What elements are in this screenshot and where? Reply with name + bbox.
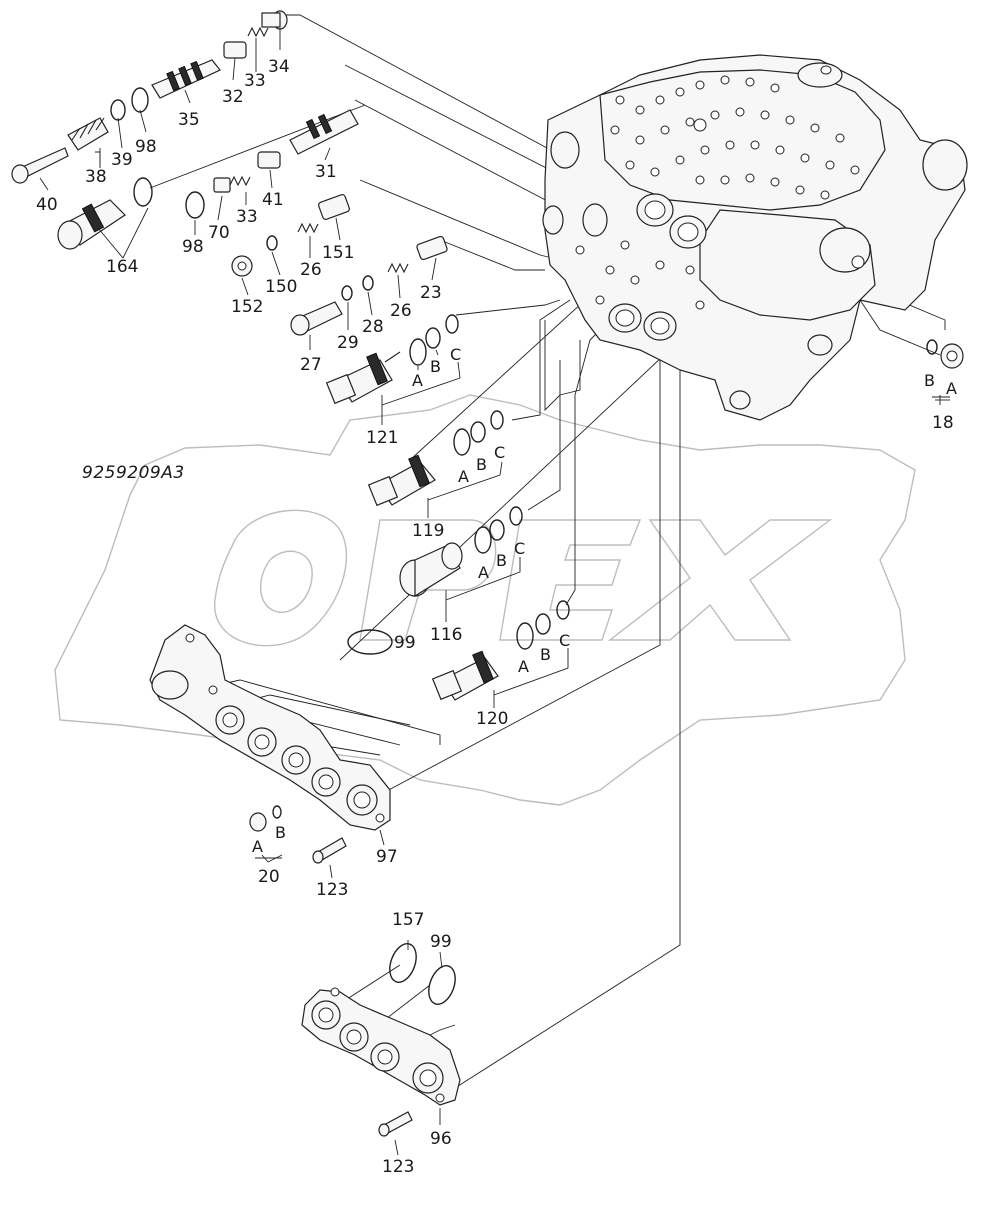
label-123-a: 123: [316, 880, 348, 900]
part-33-spring: [247, 26, 269, 38]
label-28: 28: [362, 317, 384, 337]
part-26-spring: [297, 222, 319, 234]
label-116-c: C: [514, 539, 525, 558]
label-123-b: 123: [382, 1157, 414, 1177]
part-labels: 34 33 32 35 98 39 38 40 164 98 70 33 41 …: [36, 57, 957, 1177]
label-120-a: A: [518, 657, 529, 676]
label-116: 116: [430, 625, 462, 645]
part-35-spool: [151, 59, 221, 99]
label-33-b: 33: [236, 207, 258, 227]
label-157: 157: [392, 910, 424, 930]
label-18-a: A: [946, 379, 957, 398]
label-38: 38: [85, 167, 107, 187]
part-96-cover: [301, 987, 461, 1106]
label-29: 29: [337, 333, 359, 353]
label-70: 70: [208, 223, 230, 243]
label-119-b: B: [476, 455, 487, 474]
label-99-b: 99: [430, 932, 452, 952]
label-121-b: B: [430, 357, 441, 376]
label-97: 97: [376, 847, 398, 867]
part-157-oring: [389, 943, 417, 983]
label-26-a: 26: [300, 260, 322, 280]
label-99-a: 99: [394, 633, 416, 653]
part-41-sleeve: [257, 151, 281, 169]
part-116-valve: [399, 506, 523, 598]
label-20: 20: [258, 867, 280, 887]
part-99-oring: [347, 629, 393, 655]
label-121-a: A: [412, 371, 423, 390]
part-120-valve: [431, 600, 570, 701]
label-27: 27: [300, 355, 322, 375]
label-116-a: A: [478, 563, 489, 582]
label-34: 34: [268, 57, 290, 77]
part-123-bolt: [312, 837, 347, 864]
label-33: 33: [244, 71, 266, 91]
part-164-relief-valve: [57, 177, 153, 250]
part-123-bolt-2: [378, 1111, 413, 1137]
label-18: 18: [932, 413, 954, 433]
label-23: 23: [420, 283, 442, 303]
label-32: 32: [222, 87, 244, 107]
part-150-washer: [266, 235, 278, 251]
label-18-b: B: [924, 371, 935, 390]
part-39-washer: [110, 99, 126, 121]
part-38-spring: [67, 117, 109, 151]
label-121-c: C: [450, 345, 461, 364]
label-121: 121: [366, 428, 398, 448]
drawing-code: 9259209A3: [82, 463, 185, 483]
label-41: 41: [262, 190, 284, 210]
label-119-c: C: [494, 443, 505, 462]
part-18-plug: [926, 339, 964, 369]
part-32-sleeve: [223, 41, 247, 59]
part-97-cover: [149, 624, 391, 831]
label-120-b: B: [540, 645, 551, 664]
part-27-plug: [290, 301, 343, 336]
label-40: 40: [36, 195, 58, 215]
part-34-cap: [261, 10, 288, 30]
part-152-plug: [231, 255, 253, 277]
part-20-plug: [249, 805, 282, 832]
label-119-a: A: [458, 467, 469, 486]
part-33-spring-2: [229, 175, 251, 187]
label-120: 120: [476, 709, 508, 729]
label-26-b: 26: [390, 301, 412, 321]
part-29-ring: [341, 285, 353, 301]
label-151: 151: [322, 243, 354, 263]
part-98-oring-top: [131, 87, 149, 113]
label-20-b: B: [275, 823, 286, 842]
label-120-c: C: [559, 631, 570, 650]
part-40-bolt: [11, 147, 69, 184]
control-valve-body: [542, 54, 968, 421]
part-98-oring: [185, 191, 205, 219]
label-20-a: A: [252, 837, 263, 856]
label-119: 119: [412, 521, 444, 541]
part-70-plug: [213, 177, 231, 193]
part-26-spring-2: [387, 262, 409, 274]
label-39: 39: [111, 150, 133, 170]
part-31-spool: [289, 109, 359, 155]
part-151-sleeve: [318, 193, 350, 221]
part-119-valve: [367, 410, 504, 507]
label-150: 150: [265, 277, 297, 297]
label-35: 35: [178, 110, 200, 130]
label-96: 96: [430, 1129, 452, 1149]
valve-body-bolt-holes: [575, 75, 860, 310]
label-116-b: B: [496, 551, 507, 570]
group-bracket-lines: [95, 151, 950, 859]
label-31: 31: [315, 162, 337, 182]
label-98-a: 98: [135, 137, 157, 157]
part-121-valve: [325, 314, 459, 405]
label-164: 164: [106, 257, 138, 277]
part-23-sleeve: [416, 235, 448, 261]
label-brackets: [39, 28, 950, 1156]
part-99-oring-2: [428, 965, 456, 1005]
part-28-washer: [362, 275, 374, 291]
label-98-b: 98: [182, 237, 204, 257]
label-152: 152: [231, 297, 263, 317]
